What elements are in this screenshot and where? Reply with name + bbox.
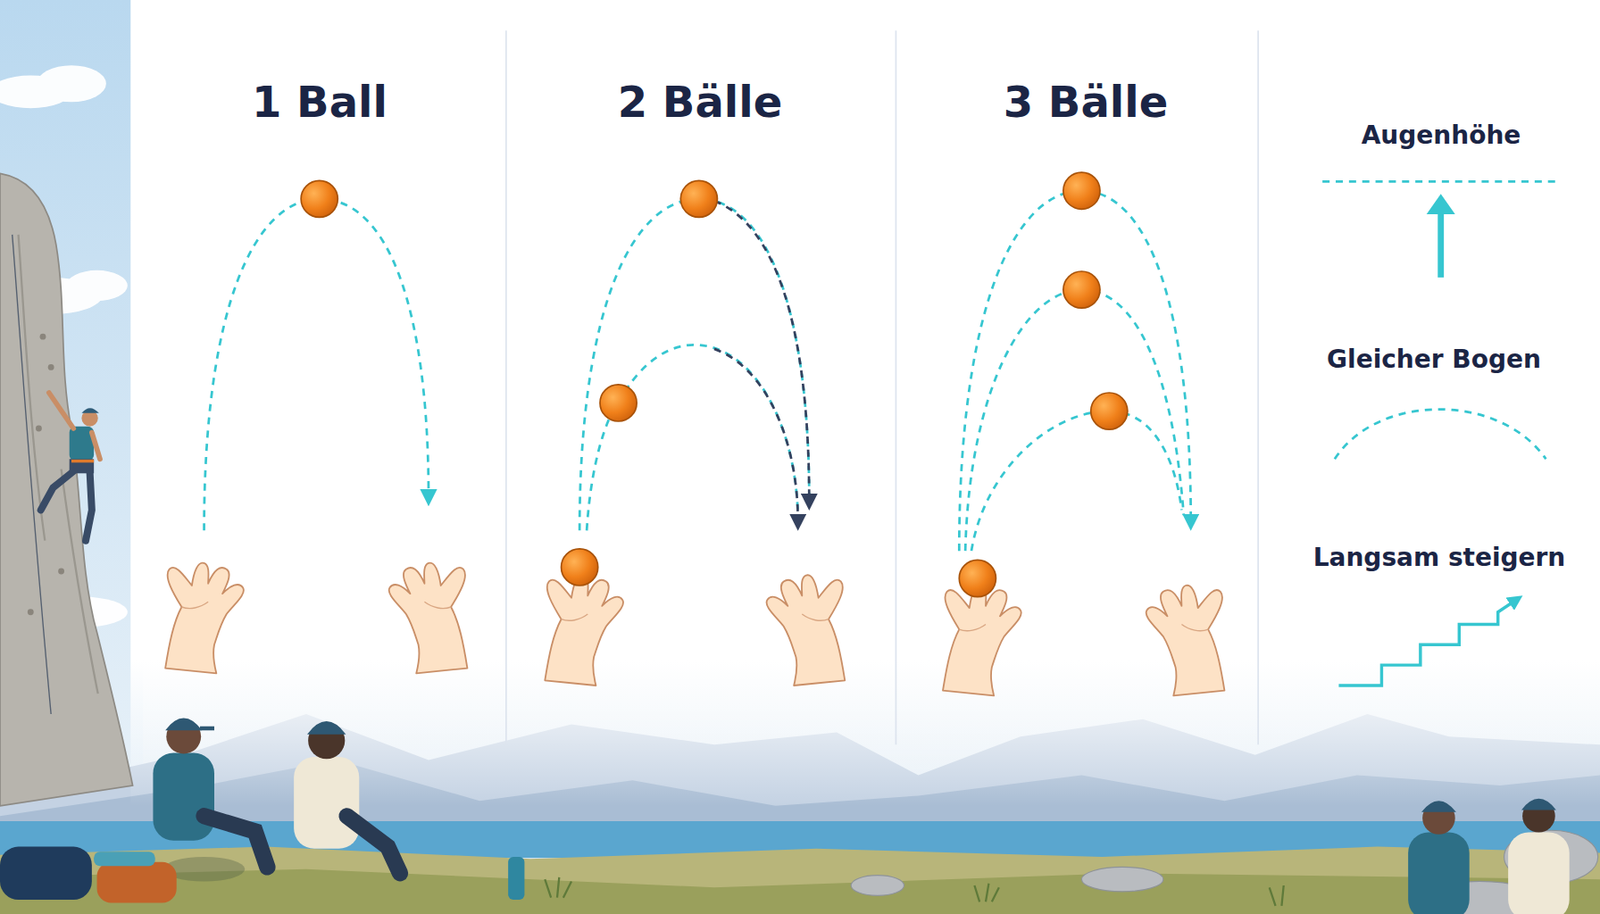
panel-title: 2 Bälle bbox=[617, 76, 784, 127]
tip-label: Augenhöhe bbox=[1361, 120, 1522, 150]
panel-title: 3 Bälle bbox=[1003, 76, 1169, 127]
tip-label: Gleicher Bogen bbox=[1326, 344, 1542, 375]
tip-label: Langsam steigern bbox=[1313, 542, 1567, 573]
panel-title: 1 Ball bbox=[251, 76, 388, 127]
